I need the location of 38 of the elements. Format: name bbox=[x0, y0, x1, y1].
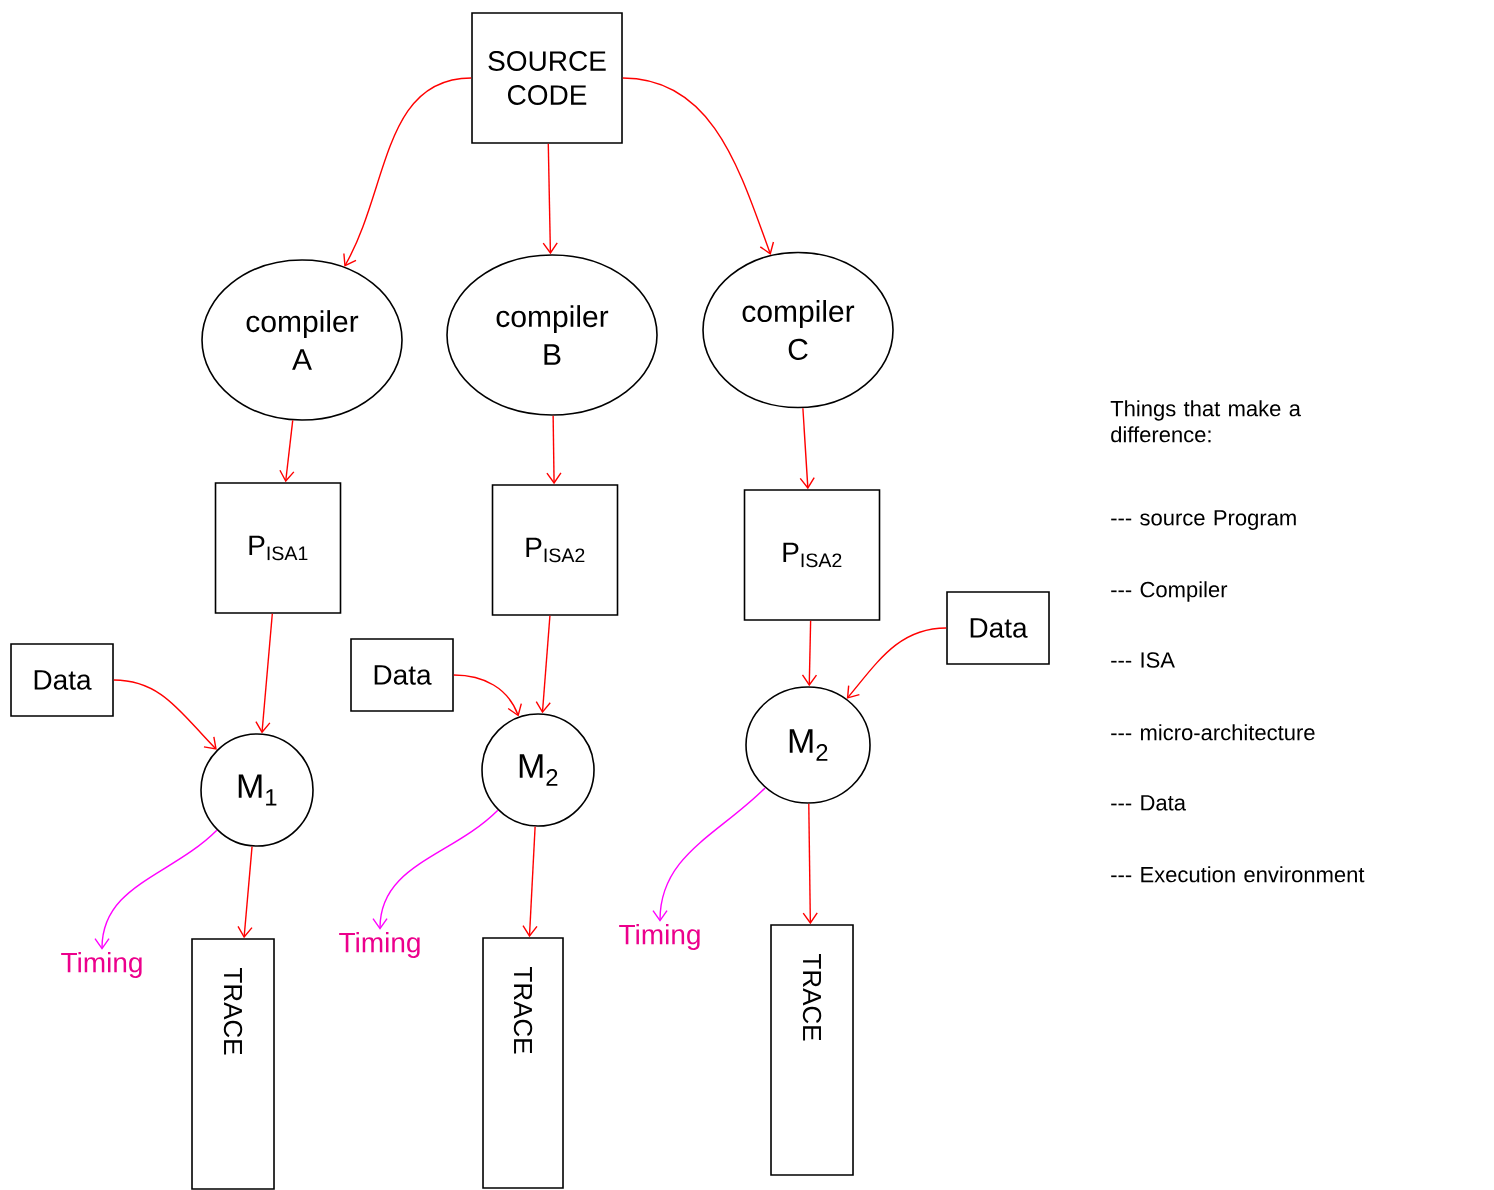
arrow bbox=[546, 415, 562, 485]
arrow bbox=[801, 620, 818, 687]
note-text: --- Execution environment bbox=[1111, 866, 1365, 883]
trace-box: TRACE bbox=[191, 938, 275, 1190]
arrow bbox=[522, 826, 538, 938]
data-box: Data bbox=[350, 638, 454, 712]
arrow bbox=[802, 803, 818, 925]
arrow bbox=[652, 787, 766, 922]
timing-label: Timing bbox=[619, 923, 700, 951]
note-text: Things that make a difference: bbox=[1110, 400, 1301, 443]
note-text: --- Data bbox=[1111, 795, 1186, 811]
arrow bbox=[279, 419, 295, 483]
timing-label: Timing bbox=[339, 931, 420, 959]
note-text: --- Compiler bbox=[1111, 581, 1228, 602]
arrow bbox=[343, 77, 472, 267]
arrow bbox=[113, 679, 217, 750]
trace-box: TRACE bbox=[770, 924, 854, 1176]
timing-label: Timing bbox=[61, 951, 142, 979]
arrow bbox=[535, 615, 551, 714]
arrow bbox=[799, 407, 815, 490]
arrow bbox=[94, 829, 218, 950]
arrow bbox=[542, 143, 558, 255]
note-text: --- source Program bbox=[1111, 510, 1296, 530]
process-box: P$_{ISA2}$ bbox=[743, 489, 881, 621]
note-text: --- ISA bbox=[1111, 652, 1175, 668]
data-box: Data bbox=[10, 643, 114, 717]
arrow bbox=[372, 809, 499, 930]
note-text: --- micro-architecture bbox=[1111, 724, 1315, 741]
arrow bbox=[622, 77, 775, 255]
arrow bbox=[453, 674, 523, 717]
arrow bbox=[237, 845, 253, 939]
process-box: P$_{ISA2}$ bbox=[491, 484, 619, 616]
arrow bbox=[255, 613, 273, 734]
data-box: Data bbox=[946, 591, 1050, 665]
arrow bbox=[846, 627, 947, 699]
process-box: SOURCE CODE bbox=[471, 12, 623, 144]
process-box: P$_{ISA1}$ bbox=[214, 482, 342, 614]
trace-box: TRACE bbox=[482, 937, 564, 1189]
